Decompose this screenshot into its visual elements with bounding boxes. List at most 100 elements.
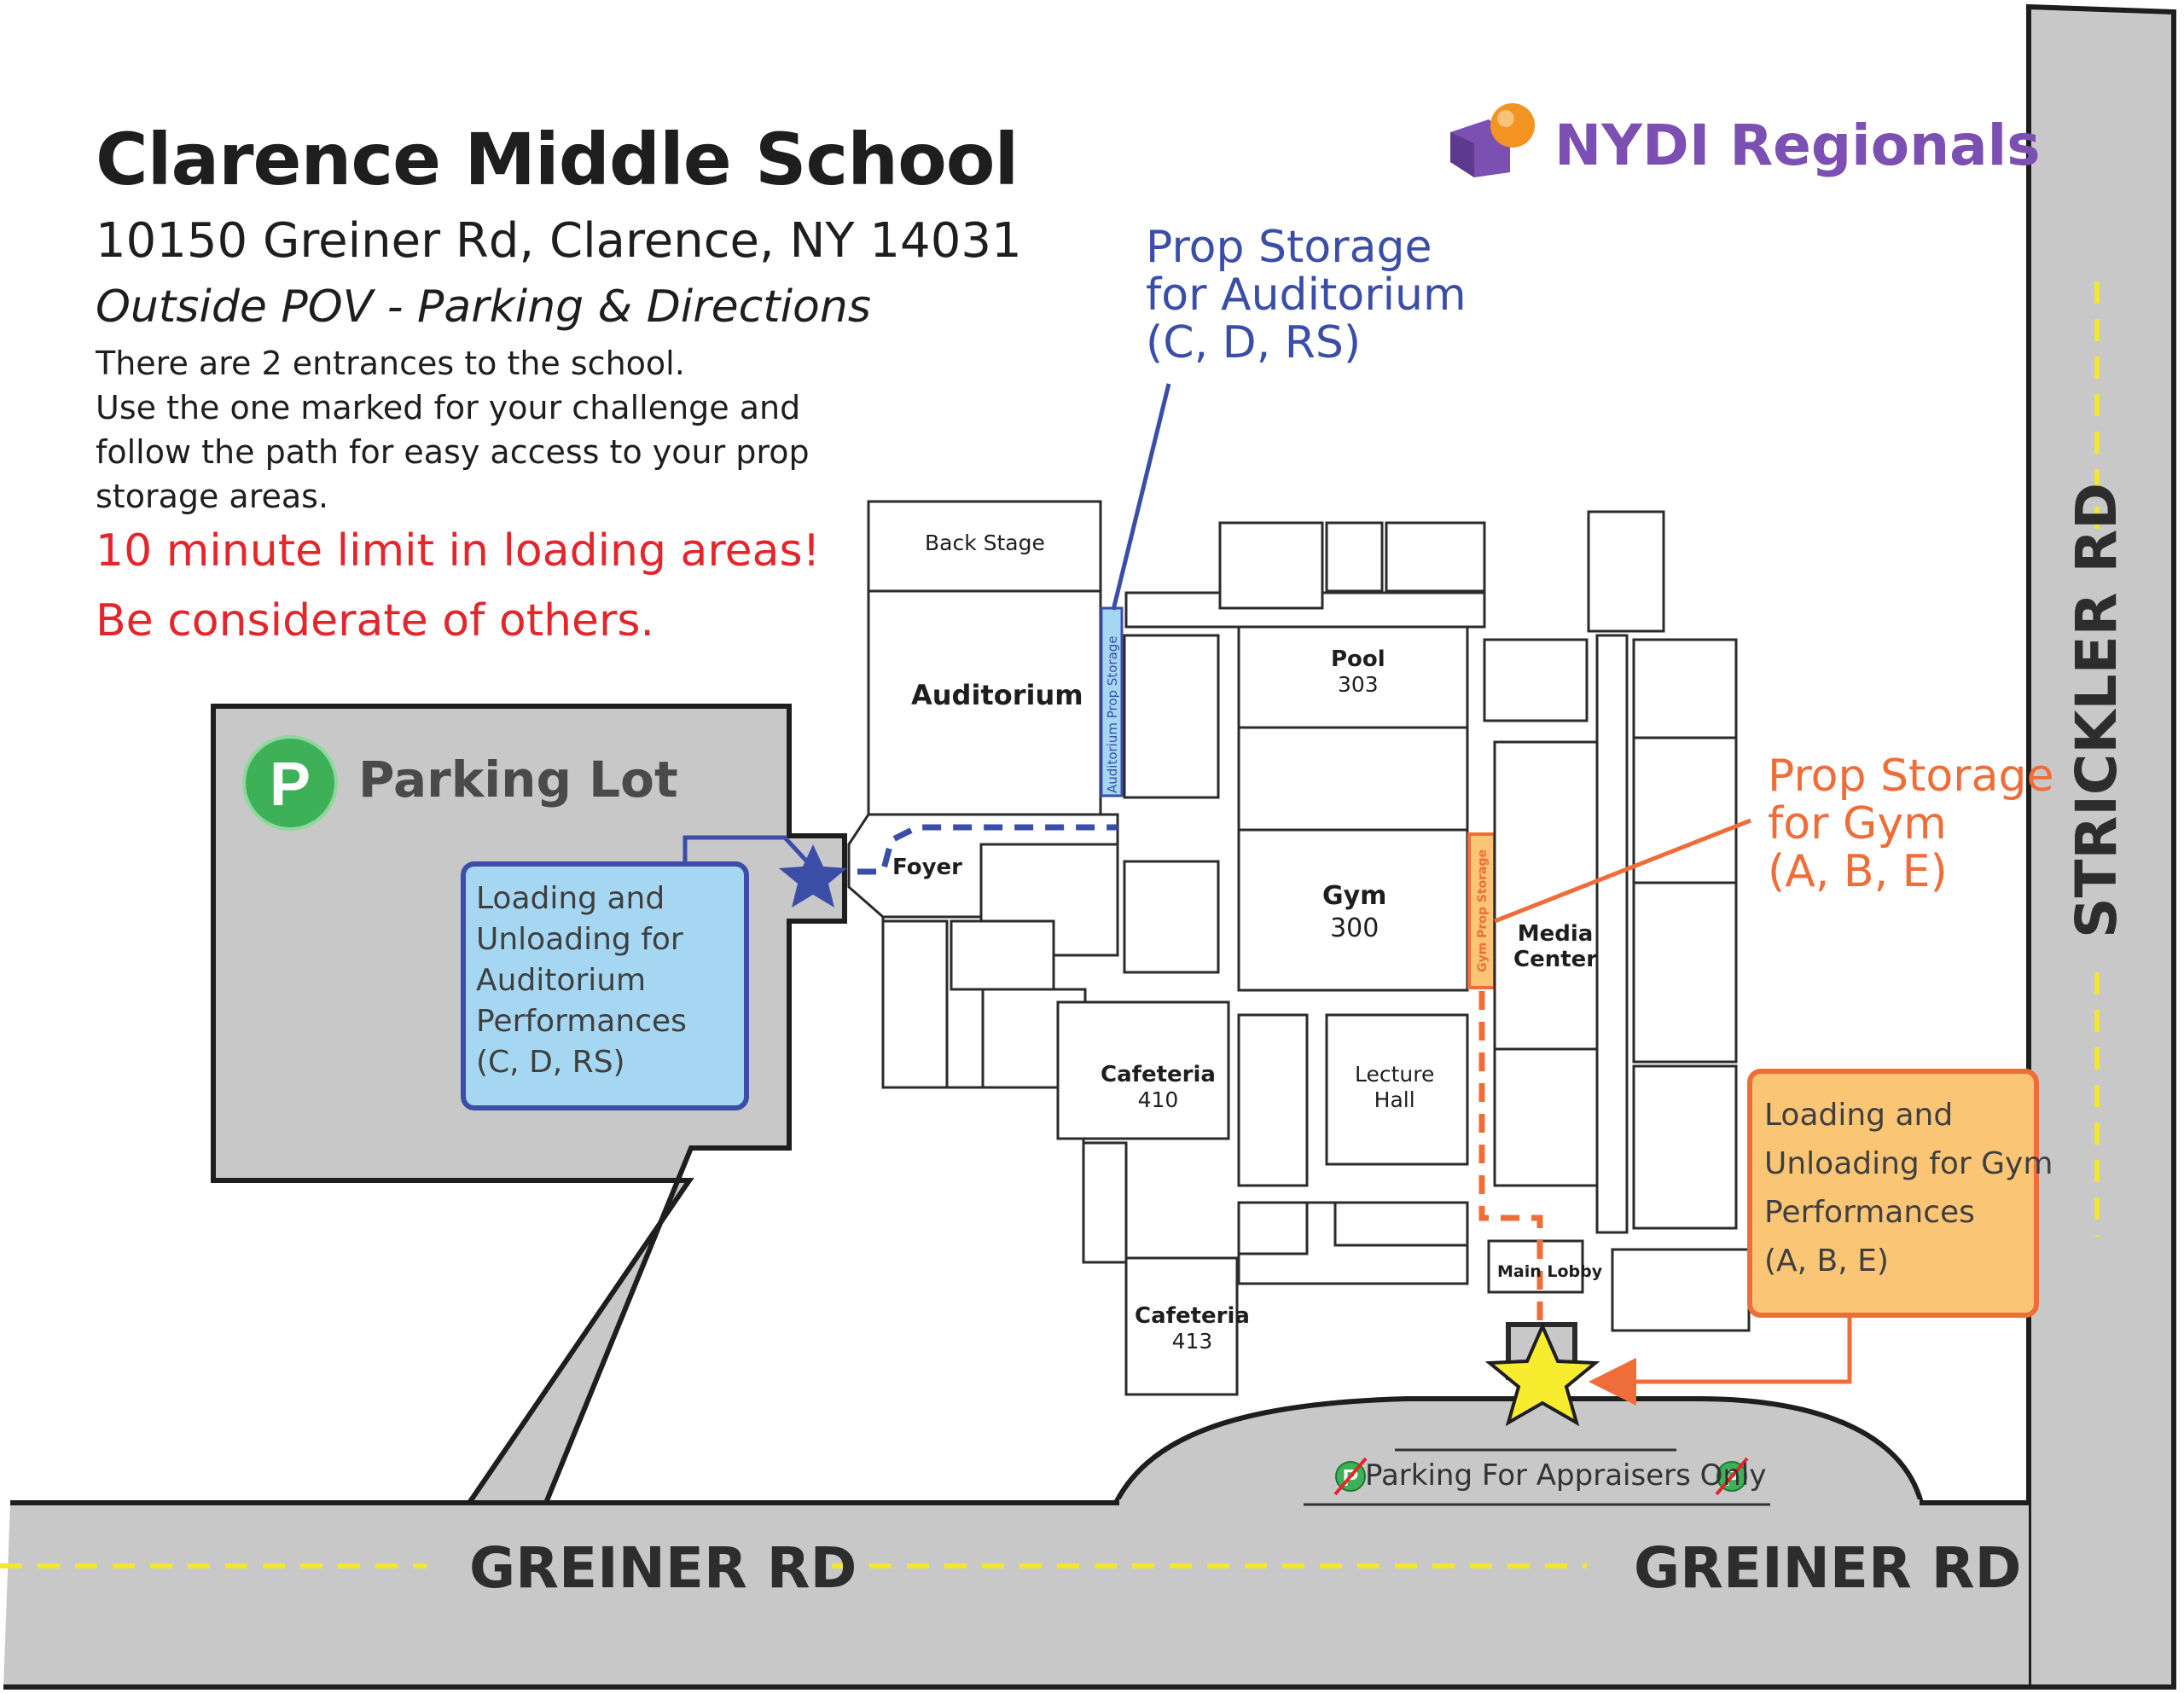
block-west-1 — [1123, 634, 1220, 799]
gym-route-path — [1478, 991, 1543, 1331]
lecture-hall-room — [1325, 1013, 1469, 1166]
block-lower-1 — [1237, 1201, 1309, 1255]
map-subtitle: Outside POV - Parking & Directions — [96, 281, 871, 333]
callout-line: (A, B, E) — [1768, 846, 1948, 897]
gym-label: Gym 300 — [1322, 880, 1386, 945]
block-sw-1 — [881, 919, 949, 1089]
instruction-line: storage areas. — [96, 478, 329, 515]
consideration-warning: Be considerate of others. — [96, 595, 655, 646]
loading-line: Unloading for — [476, 922, 683, 957]
lecture-hall-label: Lecture Hall — [1355, 1062, 1434, 1113]
appraiser-parking-label: Parking For Appraisers Only — [1365, 1458, 1767, 1493]
auditorium-prop-storage-label: Auditorium Prop Storage — [1105, 635, 1120, 793]
block-mid-1 — [1237, 1013, 1309, 1187]
block-north-2 — [1325, 521, 1384, 593]
media-center-line: Media — [1517, 921, 1594, 947]
loading-time-warning: 10 minute limit in loading areas! — [96, 525, 821, 577]
block-east-8 — [1611, 1248, 1751, 1332]
block-west-3 — [1123, 860, 1220, 974]
gym-number: 300 — [1330, 913, 1380, 943]
greiner-road-outline — [10, 7, 2031, 1505]
block-pool-south — [1237, 726, 1469, 832]
brand-name: NYDI Regionals — [1554, 113, 2041, 178]
auditorium-room — [867, 589, 1102, 816]
loading-line: Performances — [476, 1004, 687, 1039]
instruction-line: There are 2 entrances to the school. — [96, 345, 685, 382]
school-building — [847, 500, 1751, 1396]
auditorium-entrance-star — [779, 844, 847, 907]
callout-line: Prop Storage — [1768, 751, 2054, 802]
main-lobby-label: Main Lobby — [1497, 1259, 1602, 1284]
loading-line: Unloading for Gym — [1764, 1146, 2053, 1181]
media-center-room — [1493, 740, 1599, 1051]
callout-line: for Auditorium — [1146, 270, 1467, 321]
cafeteria-413-room — [1124, 1256, 1239, 1396]
gym-callout-line — [1494, 818, 1751, 924]
parking-icon: P — [242, 735, 338, 831]
pool-number: 303 — [1337, 672, 1379, 697]
foyer-label: Foyer — [892, 855, 962, 880]
block-east-7 — [1632, 1064, 1738, 1230]
auditorium-loading-zone: Loading and Unloading for Auditorium Per… — [461, 861, 749, 1110]
entrance-instructions: There are 2 entrances to the school. Use… — [96, 341, 829, 519]
foyer-label-text: Foyer — [892, 855, 962, 880]
instruction-line: follow the path for easy access to your … — [96, 433, 810, 471]
gym-loading-connector — [1625, 1318, 1852, 1384]
cafeteria-410-label: Cafeteria 410 — [1101, 1062, 1216, 1113]
auditorium-loading-connector — [682, 835, 816, 872]
gym-name: Gym — [1322, 881, 1387, 911]
gym-arrow-icon — [1589, 1358, 1636, 1406]
gym-storage-callout: Prop Storage for Gym (A, B, E) — [1768, 752, 2054, 896]
loading-line: (A, B, E) — [1764, 1244, 1889, 1278]
pool-label: Pool 303 — [1331, 646, 1385, 698]
callout-line: for Gym — [1768, 798, 1947, 849]
auditorium-route-path — [857, 824, 1118, 875]
greiner-road-label-right: GREINER RD — [1634, 1535, 2022, 1601]
callout-line: Prop Storage — [1146, 222, 1432, 273]
cafeteria-413-label: Cafeteria 413 — [1135, 1303, 1250, 1354]
auditorium-label-text: Auditorium — [911, 679, 1083, 711]
corridor-east — [1595, 634, 1629, 1234]
lecture-hall-line: Hall — [1374, 1087, 1415, 1112]
backstage-label: Back Stage — [925, 531, 1045, 555]
cafeteria-410-room — [1056, 1000, 1230, 1140]
loading-line: Loading and — [476, 881, 665, 916]
block-lower-2 — [1333, 1201, 1469, 1247]
cafeteria-410-number: 410 — [1137, 1087, 1179, 1112]
main-lobby-room — [1487, 1239, 1584, 1294]
block-east-2 — [1493, 1047, 1599, 1187]
loading-line: (C, D, RS) — [476, 1045, 625, 1080]
auditorium-prop-storage — [1100, 606, 1124, 797]
no-parking-icon-left: P — [1333, 1457, 1368, 1496]
block-north-3 — [1385, 521, 1486, 593]
cafeteria-410-name: Cafeteria — [1101, 1062, 1216, 1087]
brand-logo-icon — [1450, 103, 1535, 177]
greiner-road-label-left: GREINER RD — [469, 1535, 857, 1601]
cafeteria-413-name: Cafeteria — [1135, 1303, 1250, 1329]
parking-lot-label: Parking Lot — [358, 751, 678, 809]
callout-line: (C, D, RS) — [1146, 317, 1362, 368]
loading-line: Performances — [1764, 1195, 1975, 1230]
gym-prop-storage-label: Gym Prop Storage — [1476, 849, 1490, 972]
block-east-3 — [1587, 510, 1665, 633]
main-lobby-text: Main Lobby — [1497, 1262, 1603, 1281]
pool-name: Pool — [1331, 646, 1385, 672]
loading-line: Loading and — [1764, 1098, 1954, 1133]
main-entrance-star-icon — [1484, 1322, 1600, 1427]
school-address: 10150 Greiner Rd, Clarence, NY 14031 — [96, 213, 1022, 269]
greiner-road — [3, 1503, 2029, 1687]
media-center-label: Media Center — [1513, 921, 1597, 972]
block-east-1 — [1483, 638, 1589, 722]
media-center-line: Center — [1513, 947, 1598, 972]
auditorium-callout-line — [1111, 383, 1171, 611]
auditorium-storage-callout: Prop Storage for Auditorium (C, D, RS) — [1146, 223, 1467, 367]
page-title: Clarence Middle School — [96, 118, 1019, 201]
cafeteria-413-number: 413 — [1171, 1329, 1213, 1354]
gym-loading-zone: Loading and Unloading for Gym Performanc… — [1747, 1069, 2053, 1318]
strickler-road-label: STRICKLER RD — [2064, 483, 2129, 938]
no-parking-icon-right: P — [1715, 1457, 1749, 1496]
block-sw-2 — [950, 919, 1055, 991]
block-north-1 — [1218, 521, 1324, 610]
loading-line: Auditorium — [476, 963, 647, 998]
instruction-line: Use the one marked for your challenge an… — [96, 389, 801, 426]
